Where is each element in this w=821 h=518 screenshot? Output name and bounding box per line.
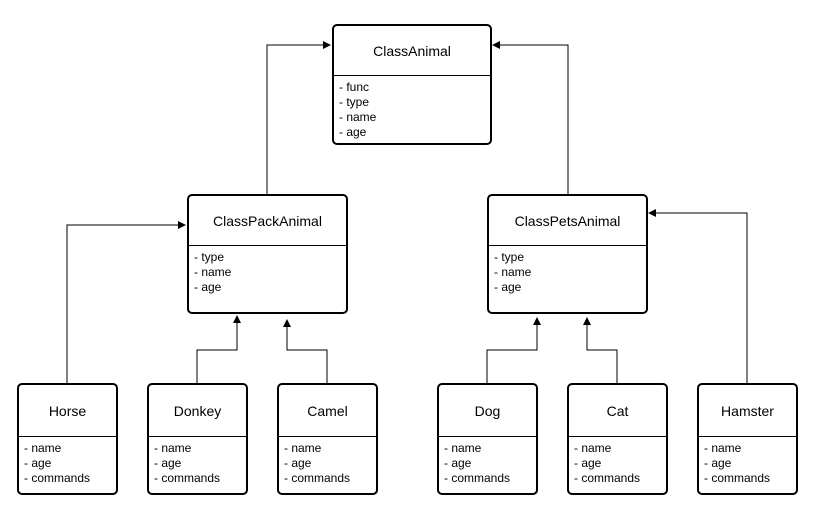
class-box-animal: ClassAnimal - func - type - name - age <box>332 24 492 145</box>
class-box-cat: Cat - name - age - commands <box>567 383 668 495</box>
field-pack-animal-type: - type <box>194 250 225 264</box>
class-box-camel: Camel - name - age - commands <box>277 383 378 495</box>
class-name-pack-animal: ClassPackAnimal <box>189 196 346 246</box>
class-box-dog: Dog - name - age - commands <box>437 383 538 495</box>
class-name-camel: Camel <box>279 385 376 437</box>
field-cat-age: - age <box>574 456 602 470</box>
class-fields-horse: - name - age - commands <box>19 437 116 486</box>
class-fields-animal: - func - type - name - age <box>334 76 490 140</box>
field-hamster-age: - age <box>704 456 732 470</box>
field-pets-animal-age: - age <box>494 280 522 294</box>
field-dog-name: - name <box>444 441 482 455</box>
field-horse-age: - age <box>24 456 52 470</box>
field-pack-animal-age: - age <box>194 280 222 294</box>
connector-pack-to-animal <box>266 41 331 195</box>
connector-horse-to-pack <box>66 221 186 385</box>
connector-cat-to-pets <box>583 317 618 385</box>
field-donkey-commands: - commands <box>154 471 221 485</box>
class-name-dog: Dog <box>439 385 536 437</box>
field-donkey-age: - age <box>154 456 182 470</box>
field-animal-age: - age <box>339 125 367 139</box>
class-box-donkey: Donkey - name - age - commands <box>147 383 248 495</box>
class-fields-donkey: - name - age - commands <box>149 437 246 486</box>
field-hamster-commands: - commands <box>704 471 771 485</box>
class-box-horse: Horse - name - age - commands <box>17 383 118 495</box>
field-hamster-name: - name <box>704 441 742 455</box>
class-fields-pack-animal: - type - name - age <box>189 246 346 295</box>
connector-donkey-to-pack <box>196 315 241 385</box>
class-fields-cat: - name - age - commands <box>569 437 666 486</box>
connector-hamster-to-pets <box>648 209 748 385</box>
class-fields-hamster: - name - age - commands <box>699 437 796 486</box>
field-animal-func: - func <box>339 80 370 94</box>
class-fields-dog: - name - age - commands <box>439 437 536 486</box>
field-cat-commands: - commands <box>574 471 641 485</box>
connector-pets-to-animal <box>492 41 569 195</box>
field-horse-name: - name <box>24 441 62 455</box>
class-fields-pets-animal: - type - name - age <box>489 246 646 295</box>
field-cat-name: - name <box>574 441 612 455</box>
class-fields-camel: - name - age - commands <box>279 437 376 486</box>
class-box-pets-animal: ClassPetsAnimal - type - name - age <box>487 194 648 314</box>
class-name-animal: ClassAnimal <box>334 26 490 76</box>
class-box-hamster: Hamster - name - age - commands <box>697 383 798 495</box>
class-name-donkey: Donkey <box>149 385 246 437</box>
field-dog-commands: - commands <box>444 471 511 485</box>
field-pack-animal-name: - name <box>194 265 232 279</box>
field-dog-age: - age <box>444 456 472 470</box>
field-animal-type: - type <box>339 95 370 109</box>
field-horse-commands: - commands <box>24 471 91 485</box>
class-name-cat: Cat <box>569 385 666 437</box>
class-name-hamster: Hamster <box>699 385 796 437</box>
field-animal-name: - name <box>339 110 377 124</box>
field-camel-age: - age <box>284 456 312 470</box>
field-donkey-name: - name <box>154 441 192 455</box>
connector-camel-to-pack <box>283 319 328 385</box>
connector-dog-to-pets <box>486 317 541 385</box>
field-pets-animal-type: - type <box>494 250 525 264</box>
field-pets-animal-name: - name <box>494 265 532 279</box>
class-box-pack-animal: ClassPackAnimal - type - name - age <box>187 194 348 314</box>
class-name-horse: Horse <box>19 385 116 437</box>
field-camel-name: - name <box>284 441 322 455</box>
field-camel-commands: - commands <box>284 471 351 485</box>
class-name-pets-animal: ClassPetsAnimal <box>489 196 646 246</box>
